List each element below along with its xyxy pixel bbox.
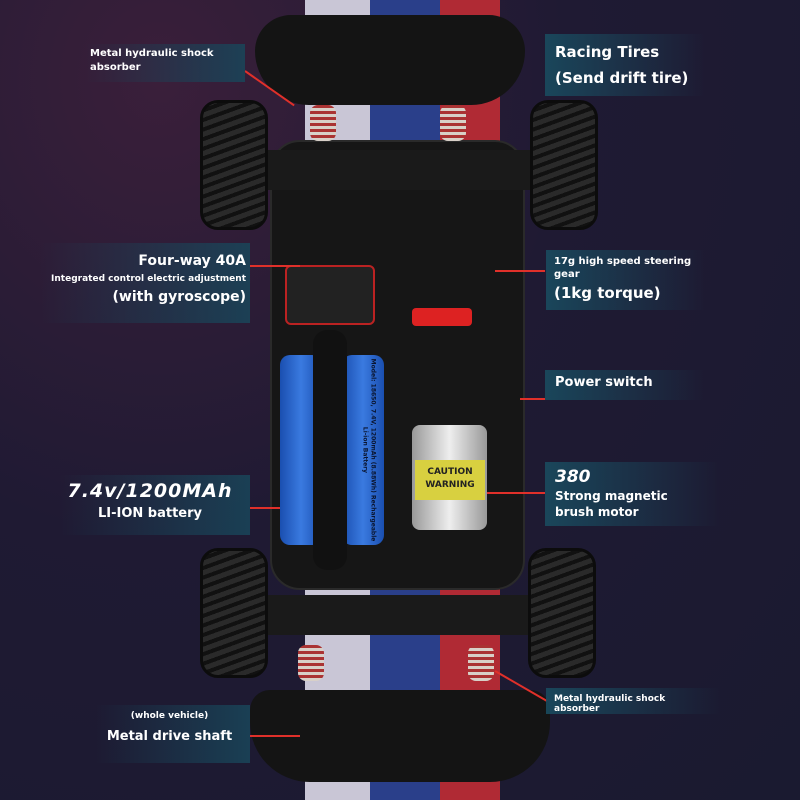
callout-title: 7.4v/1200MAh [67, 480, 233, 502]
callout-line: brush motor [555, 505, 639, 519]
motor-label: CAUTION WARNING [415, 460, 485, 500]
front-shock-right [440, 105, 466, 141]
callout-title: Racing Tires [555, 43, 660, 61]
leader-line [250, 735, 300, 737]
leader-line [250, 265, 300, 267]
rear-bumper [250, 690, 550, 782]
front-right-tire [530, 100, 598, 230]
battery-strap [313, 330, 347, 570]
callout-title: Metal drive shaft [106, 729, 233, 744]
connector [412, 308, 472, 326]
callout-battery: 7.4v/1200MAh LI-ION battery [60, 475, 250, 535]
callout-esc: Four-way 40A Integrated control electric… [40, 243, 250, 323]
callout-drive-shaft: (whole vehicle) Metal drive shaft [95, 705, 250, 763]
callout-motor: 380 Strong magnetic brush motor [545, 462, 720, 526]
callout-subtitle: LI-ION battery [97, 506, 203, 521]
esc-receiver [285, 265, 375, 325]
callout-front-shock: Metal hydraulic shock absorber [85, 44, 245, 82]
callout-text: Metal hydraulic shock absorber [90, 48, 214, 73]
rear-left-tire [200, 548, 268, 678]
front-shock-left [310, 105, 336, 141]
callout-line: Integrated control electric adjustment [51, 274, 246, 284]
rear-arms [230, 595, 560, 635]
callout-tires: Racing Tires (Send drift tire) [545, 34, 705, 96]
callout-power-switch: Power switch [545, 370, 705, 400]
callout-text: Metal hydraulic shock absorber [554, 694, 666, 714]
front-arms [230, 150, 560, 190]
callout-servo: 17g high speed steering gear (1kg torque… [546, 250, 706, 310]
callout-line: (with gyroscope) [112, 289, 247, 305]
callout-title: 380 [555, 467, 591, 487]
leader-line [250, 507, 280, 509]
callout-title: Four-way 40A [138, 253, 246, 269]
battery-cell-2 [342, 355, 384, 545]
callout-note: (whole vehicle) [130, 711, 209, 721]
front-left-tire [200, 100, 268, 230]
rear-right-tire [528, 548, 596, 678]
battery-print: Model: 18650, 7.4V, 1200mAh (8.88Wh) Rec… [361, 358, 377, 542]
leader-line [487, 492, 545, 494]
leader-line [520, 398, 545, 400]
leader-line [495, 270, 545, 272]
rear-shock-left [298, 645, 324, 681]
callout-subtitle: (Send drift tire) [555, 69, 689, 87]
rear-shock-right [468, 645, 494, 681]
callout-title: (1kg torque) [554, 284, 661, 302]
front-bumper [255, 15, 525, 105]
callout-line: 17g high speed steering gear [554, 256, 692, 280]
callout-title: Power switch [555, 375, 653, 390]
callout-rear-shock: Metal hydraulic shock absorber [546, 688, 721, 714]
callout-line: Strong magnetic [555, 489, 668, 503]
